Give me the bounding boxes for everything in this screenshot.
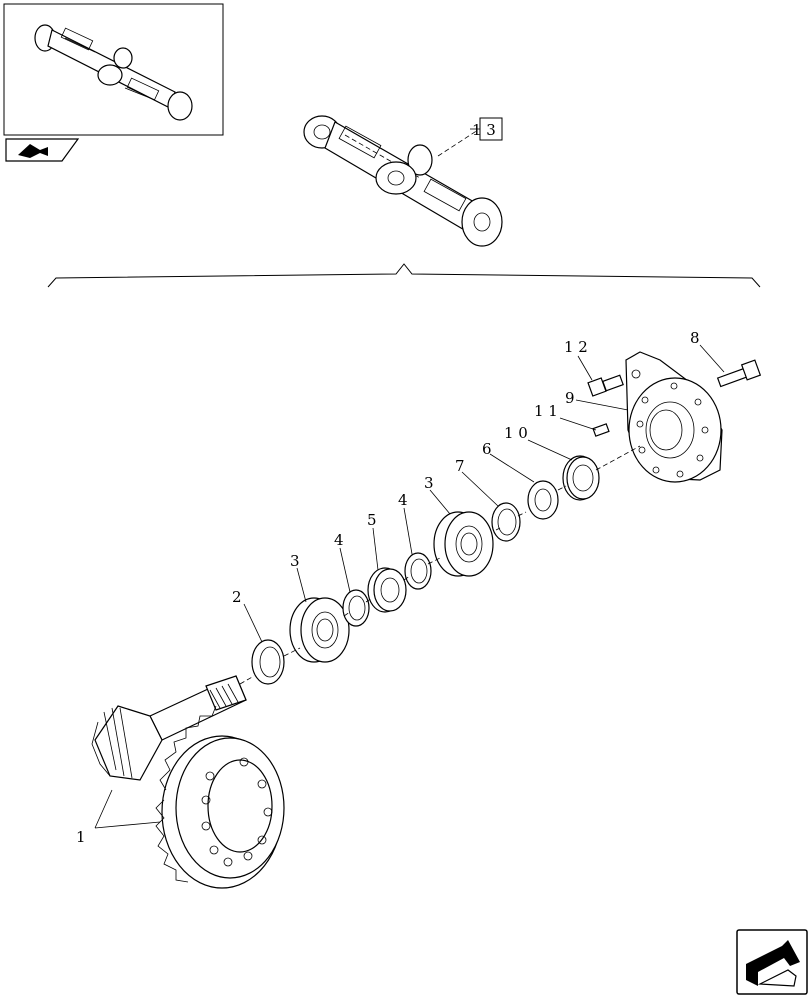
callout-labels: 1 2 3 4 5 4 3 7 6 1 0 1 1 9 1 2 8 (76, 329, 700, 846)
assembly-thumbnail[interactable] (3, 3, 224, 136)
group-brace (47, 263, 761, 288)
axle-assembly-view (303, 115, 503, 247)
part-seal-5[interactable] (367, 567, 407, 613)
callout-4b: 4 (398, 491, 408, 509)
part-shim-2[interactable] (251, 639, 285, 685)
callout-4a: 4 (334, 531, 344, 549)
callout-1: 1 (76, 828, 86, 846)
part-ring-4b[interactable] (404, 552, 432, 590)
part-nut-6[interactable] (527, 480, 559, 520)
leader-lines (94, 344, 725, 829)
callout-5: 5 (367, 511, 377, 529)
assembly-centerline (239, 445, 641, 685)
callout-9: 9 (565, 389, 575, 407)
part-ring-4a[interactable] (342, 589, 370, 627)
part-seal-10[interactable] (562, 455, 600, 501)
callout-3b: 3 (424, 474, 434, 492)
part-housing-9[interactable] (625, 351, 723, 483)
next-page-icon[interactable] (736, 929, 808, 995)
callout-8: 8 (690, 329, 700, 347)
part-bolt-8[interactable] (716, 359, 762, 388)
part-pin-11[interactable] (592, 423, 610, 437)
part-bearing-3a[interactable] (289, 597, 350, 663)
callout-3a: 3 (290, 552, 300, 570)
callout-2: 2 (232, 588, 242, 606)
callout-12: 1 2 (564, 338, 588, 356)
back-arrow-icon[interactable] (5, 138, 80, 162)
callout-7: 7 (455, 457, 465, 475)
callout-11: 1 1 (534, 402, 558, 420)
svg-text:1 3: 1 3 (472, 121, 496, 139)
part-bolt-12[interactable] (587, 374, 624, 397)
part-bearing-3b[interactable] (433, 511, 494, 577)
part-bevel-gear-set[interactable] (91, 675, 285, 889)
callout-6: 6 (482, 440, 492, 458)
reference-label: 1 3 (470, 117, 503, 141)
part-ring-7[interactable] (491, 502, 521, 542)
callout-10: 1 0 (504, 424, 528, 442)
